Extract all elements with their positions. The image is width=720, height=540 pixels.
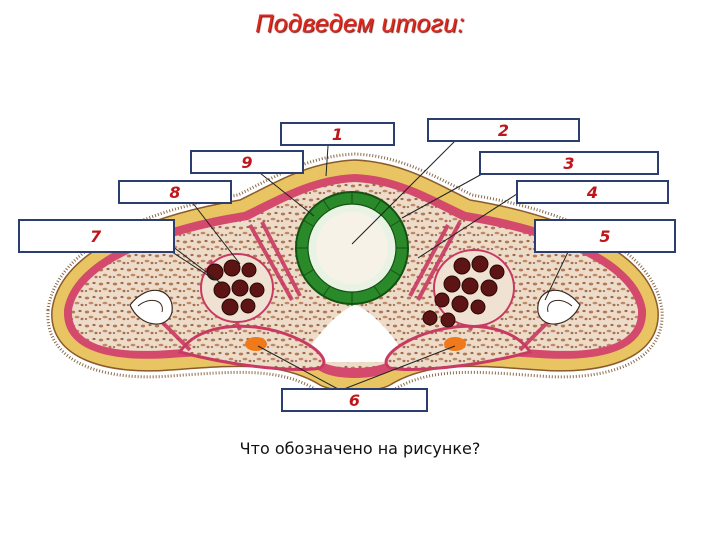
- label-box-8: 8: [118, 180, 232, 204]
- nerve-trunk-right: [537, 289, 581, 325]
- question-text: Что обозначено на рисунке?: [239, 439, 481, 458]
- intestine-cells: [296, 192, 408, 304]
- label-box-2: 2: [427, 118, 580, 142]
- label-box-6: 6: [281, 388, 428, 412]
- intestine-lumen: [316, 212, 388, 284]
- follicles-right: [422, 255, 505, 328]
- gonad-right: [444, 337, 466, 351]
- label-box-1: 1: [280, 122, 395, 146]
- leader-lines: [171, 139, 569, 390]
- label-box-4: 4: [516, 180, 669, 204]
- slide-title: Подведем итоги:: [255, 10, 465, 38]
- label-box-5: 5: [534, 219, 676, 253]
- nerve-trunk-left: [129, 289, 173, 325]
- label-box-3: 3: [479, 151, 659, 175]
- ventral-gap: [300, 305, 410, 362]
- cilia-outline: [46, 152, 664, 400]
- label-box-9: 9: [190, 150, 304, 174]
- label-box-7: 7: [18, 219, 175, 253]
